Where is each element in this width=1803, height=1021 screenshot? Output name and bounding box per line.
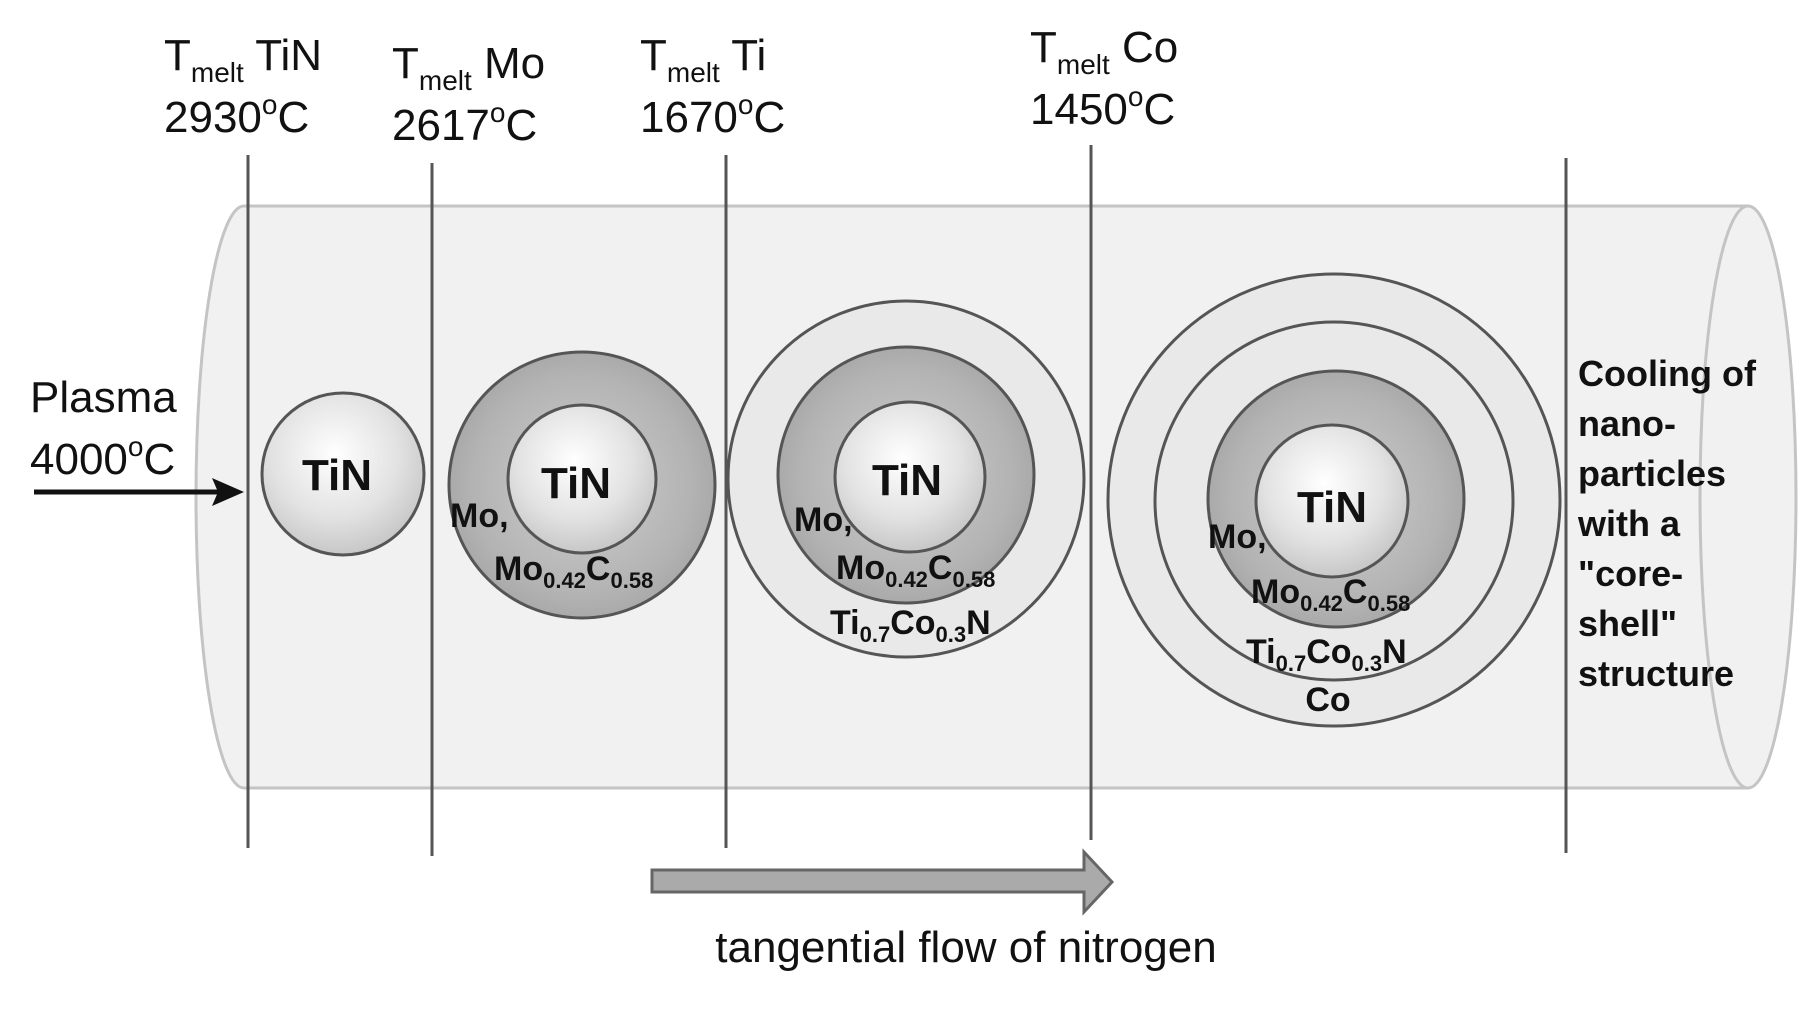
svg-text:1450oC: 1450oC: [1030, 81, 1175, 134]
svg-text:Mo,: Mo,: [794, 501, 853, 539]
svg-text:Tmelt Co: Tmelt Co: [1030, 23, 1178, 80]
nitrogen-flow: tangential flow of nitrogen: [650, 848, 1217, 972]
flow-arrow: [650, 848, 1115, 916]
svg-text:Mo,: Mo,: [450, 497, 509, 535]
svg-text:Co: Co: [1305, 681, 1350, 719]
particle-tin: TiN: [260, 391, 426, 557]
svg-text:with a: with a: [1577, 503, 1681, 544]
svg-text:particles: particles: [1578, 453, 1726, 494]
svg-text:TiN: TiN: [541, 459, 611, 508]
particle-tin-mo: TiN Mo, Mo0.42C0.58: [447, 350, 717, 620]
cooling-description: Cooling of nano- particles with a "core-…: [1577, 353, 1757, 694]
svg-text:TiN: TiN: [872, 456, 942, 505]
svg-text:TiN: TiN: [302, 451, 372, 500]
particle-tin-mo-ticon-co: TiN Mo, Mo0.42C0.58 Ti0.7Co0.3N Co: [1106, 272, 1562, 728]
tin-core: [833, 400, 987, 554]
svg-text:Mo0.42C0.58: Mo0.42C0.58: [494, 550, 653, 593]
plasma-temperature: 4000oC: [30, 431, 175, 484]
svg-text:Tmelt Mo: Tmelt Mo: [392, 39, 545, 96]
svg-text:Cooling of: Cooling of: [1578, 353, 1757, 394]
svg-text:shell": shell": [1578, 603, 1677, 644]
svg-text:1670oC: 1670oC: [640, 89, 785, 142]
svg-text:Ti0.7Co0.3N: Ti0.7Co0.3N: [830, 604, 991, 647]
svg-text:Ti0.7Co0.3N: Ti0.7Co0.3N: [1246, 633, 1407, 676]
svg-text:"core-: "core-: [1578, 553, 1683, 594]
svg-text:structure: structure: [1578, 653, 1734, 694]
particle-tin-mo-ticon: TiN Mo, Mo0.42C0.58 Ti0.7Co0.3N: [726, 299, 1086, 659]
melt-temperature-ti: Tmelt Ti 1670oC: [640, 31, 785, 142]
tube-end-cap: [1698, 204, 1798, 790]
tin-core: [506, 403, 658, 555]
svg-text:TiN: TiN: [1297, 483, 1367, 532]
melt-temperature-tin: Tmelt TiN 2930oC: [164, 31, 322, 142]
svg-text:Tmelt TiN: Tmelt TiN: [164, 31, 322, 88]
flow-label: tangential flow of nitrogen: [715, 923, 1216, 972]
tin-core: [1254, 423, 1410, 579]
svg-text:Mo0.42C0.58: Mo0.42C0.58: [1251, 573, 1410, 616]
plasma-label: Plasma: [30, 373, 177, 422]
melt-temperature-co: Tmelt Co 1450oC: [1030, 23, 1178, 134]
svg-text:nano-: nano-: [1578, 403, 1676, 444]
svg-text:Tmelt Ti: Tmelt Ti: [640, 31, 766, 88]
zone-lines: [246, 145, 1568, 856]
svg-text:2930oC: 2930oC: [164, 89, 309, 142]
svg-text:2617oC: 2617oC: [392, 97, 537, 150]
svg-text:Mo0.42C0.58: Mo0.42C0.58: [836, 549, 995, 592]
melt-temperature-mo: Tmelt Mo 2617oC: [392, 39, 545, 150]
svg-text:Mo,: Mo,: [1208, 518, 1267, 556]
plasma-inlet: Plasma 4000oC: [30, 373, 244, 506]
plasma-arrow-head: [212, 478, 244, 506]
tin-core: [260, 391, 426, 557]
